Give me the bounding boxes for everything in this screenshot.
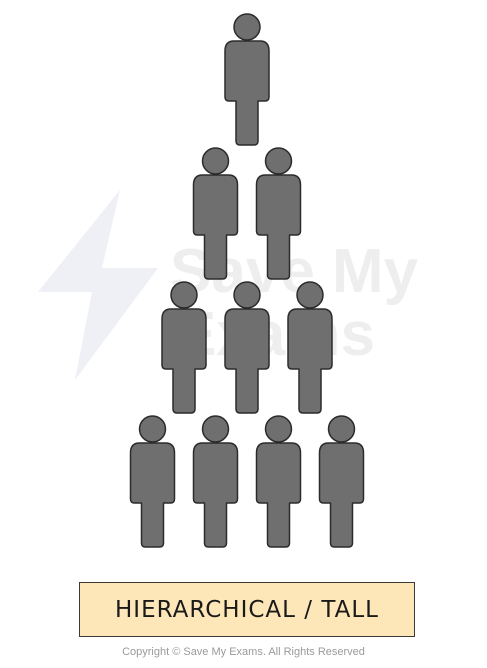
person-icon (255, 415, 302, 548)
watermark: Save My Exams (38, 190, 419, 380)
copyright-notice: Copyright © Save My Exams. All Rights Re… (122, 646, 365, 658)
person-icon (255, 147, 302, 280)
person-icon (224, 281, 270, 414)
person-icon (129, 415, 176, 548)
diagram-label: HIERARCHICAL / TALL (115, 596, 379, 623)
people-pyramid (129, 13, 365, 548)
person-icon (192, 415, 239, 548)
diagram-label-box: HIERARCHICAL / TALL (79, 582, 415, 637)
person-icon (318, 415, 365, 548)
person-icon (224, 13, 270, 146)
lightning-bolt-icon (38, 190, 158, 380)
person-icon (287, 281, 333, 414)
person-icon (161, 281, 207, 414)
person-icon (192, 147, 239, 280)
watermark-text-2: Exams (175, 300, 375, 369)
